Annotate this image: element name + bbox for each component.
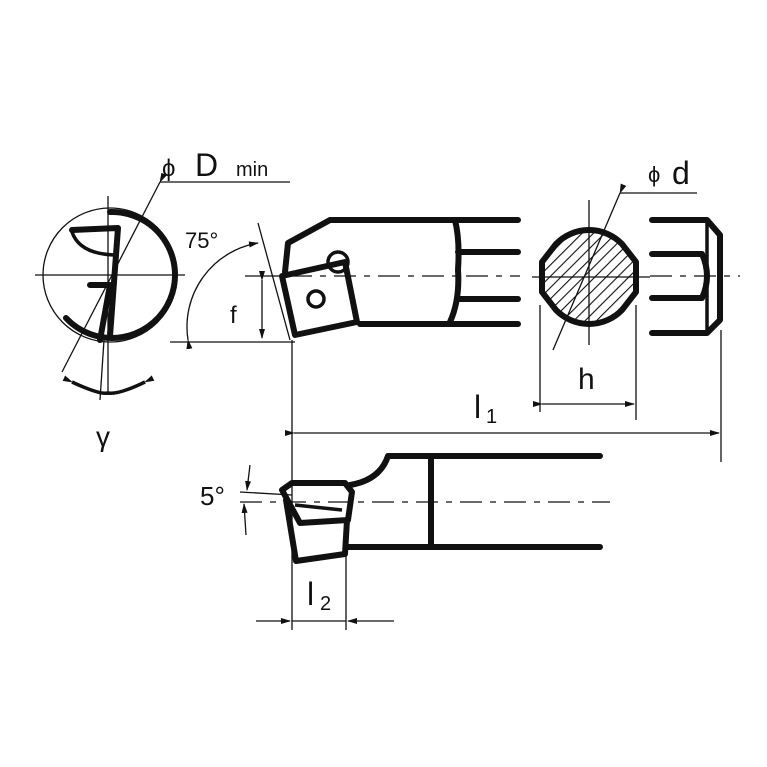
d-min-phi: ϕ (162, 155, 175, 182)
l1-label: l (474, 389, 481, 425)
shank-section (532, 183, 740, 462)
side-view (239, 453, 610, 630)
phi-d-symbol: ϕ (648, 162, 660, 187)
f-label: f (230, 302, 237, 329)
clamp-pin (326, 250, 350, 274)
d-min-label: D (195, 147, 218, 183)
angle-75-label: 75° (185, 228, 218, 253)
angle-75-arc (186, 241, 259, 350)
insert-screw-hole (306, 289, 326, 309)
end-view (35, 172, 290, 401)
l2-label: l (307, 576, 314, 612)
gamma-label: γ (96, 421, 110, 452)
phi-d-label: d (672, 155, 690, 191)
insert (279, 259, 360, 338)
angle-5-label: 5° (200, 481, 225, 511)
tool-profile (69, 225, 121, 339)
section-outline (539, 227, 639, 327)
d-min-leader (61, 172, 167, 373)
l2-sub: 2 (320, 593, 331, 615)
h-label: h (578, 363, 595, 396)
top-view (170, 217, 521, 350)
phi-d-leader (552, 183, 627, 351)
d-min-sub: min (236, 159, 268, 181)
l1-sub: 1 (486, 406, 497, 428)
